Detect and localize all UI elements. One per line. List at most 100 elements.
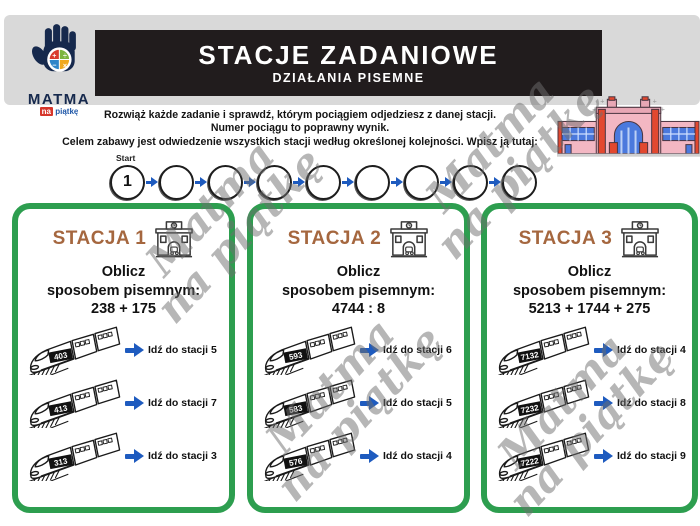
instruction-line-3: Celem zabawy jest odwiedzenie wszystkich… (62, 135, 538, 148)
brand-tagline: na piątkę (14, 107, 104, 117)
train-icon: 576 (256, 431, 360, 489)
svg-text:+: + (52, 53, 56, 60)
svg-text:×: × (63, 63, 67, 70)
train-number: 583 (288, 404, 303, 416)
train-row: 403 Idź do stacji 5 (18, 324, 229, 383)
train-number: 313 (53, 457, 68, 469)
station-building-icon (155, 221, 194, 258)
arrow-right-icon (360, 449, 379, 464)
train-row: 7222 Idź do stacji 9 (487, 430, 692, 489)
train-number: 7232 (520, 403, 540, 415)
instructions: Rozwiąż każde zadanie i sprawdź, którym … (0, 109, 600, 149)
card-title: STACJA 1 (52, 228, 147, 249)
svg-text:+: + (600, 98, 604, 105)
train-destination-label: Idź do stacji 7 (148, 397, 217, 410)
path-arrow-icon (146, 177, 158, 187)
train-row: 7232 Idź do stacji 8 (487, 377, 692, 436)
arrow-right-icon (594, 449, 613, 464)
path-circle[interactable] (502, 164, 537, 200)
task-problem: 5213 + 1744 + 275 (528, 301, 651, 318)
tagline-piatke: piątkę (55, 107, 79, 116)
path-circle[interactable] (355, 164, 390, 200)
path-arrow-icon (293, 177, 305, 187)
train-row: 576 Idź do stacji 4 (253, 430, 464, 489)
path-circle[interactable] (453, 164, 488, 200)
path-circle[interactable] (159, 164, 194, 200)
task-line-1: Oblicz (101, 264, 146, 280)
train-destination-label: Idź do stacji 3 (148, 450, 217, 463)
arrow-right-icon (360, 343, 379, 358)
svg-text:+: + (653, 98, 657, 105)
train-destination-label: Idź do stacji 5 (148, 344, 217, 357)
path-circle[interactable] (208, 164, 243, 200)
train-destination-label: Idź do stacji 4 (617, 344, 686, 357)
path-start-label: Start (116, 153, 136, 163)
path-arrow-icon (195, 177, 207, 187)
task-problem: 4744 : 8 (331, 301, 386, 318)
train-icon: 583 (256, 378, 360, 436)
arrow-right-icon (594, 396, 613, 411)
path-arrow-icon (489, 177, 501, 187)
card-stacja-2: STACJA 2 Oblicz sposobem pisemnym: 4744 … (247, 203, 470, 513)
svg-text:−: − (52, 62, 56, 69)
page-title: STACJE ZADANIOWE (198, 39, 499, 70)
train-destination-label: Idź do stacji 8 (617, 397, 686, 410)
train-row: 593 Idź do stacji 6 (253, 324, 464, 383)
svg-text:÷: ÷ (63, 53, 67, 60)
card-title: STACJA 2 (287, 228, 382, 249)
hand-math-logo-icon: + ÷ −× (31, 24, 76, 72)
train-row: 413 Idź do stacji 7 (18, 377, 229, 436)
task-line-2: sposobem pisemnym: (512, 282, 667, 299)
path-arrow-icon (440, 177, 452, 187)
instruction-line-1: Rozwiąż każde zadanie i sprawdź, którym … (103, 109, 497, 121)
train-row: 313 Idź do stacji 3 (18, 430, 229, 489)
card-title: STACJA 3 (518, 228, 613, 249)
task-line-1: Oblicz (336, 264, 381, 280)
path-arrow-icon (244, 177, 256, 187)
path-circle[interactable] (306, 164, 341, 200)
arrow-right-icon (125, 449, 144, 464)
train-row: 7132 Idź do stacji 4 (487, 324, 692, 383)
path-arrow-icon (391, 177, 403, 187)
train-number: 576 (288, 457, 303, 469)
arrow-right-icon (125, 396, 144, 411)
page-subtitle: DZIAŁANIA PISEMNE (272, 70, 425, 85)
card-stacja-3: STACJA 3 Oblicz sposobem pisemnym: 5213 … (481, 203, 698, 513)
task-line-2: sposobem pisemnym: (281, 282, 436, 299)
svg-text:+: + (592, 106, 596, 113)
path-arrow-icon (342, 177, 354, 187)
task-line-1: Oblicz (567, 264, 612, 280)
arrow-right-icon (594, 343, 613, 358)
train-destination-label: Idź do stacji 9 (617, 450, 686, 463)
train-number: 413 (53, 404, 68, 416)
train-destination-label: Idź do stacji 6 (383, 344, 452, 357)
train-station-illustration: + + + + (557, 96, 700, 157)
train-number: 7132 (520, 350, 540, 362)
train-destination-label: Idź do stacji 5 (383, 397, 452, 410)
card-stacja-1: STACJA 1 Oblicz sposobem pisemnym: 238 +… (12, 203, 235, 513)
path-circle: 1 (110, 164, 145, 200)
instruction-line-2: Numer pociągu to poprawny wynik. (210, 122, 390, 135)
train-number: 403 (53, 351, 68, 363)
train-icon: 593 (256, 325, 360, 383)
train-icon: 413 (21, 378, 125, 436)
train-icon: 7232 (490, 378, 594, 436)
train-row: 583 Idź do stacji 5 (253, 377, 464, 436)
station-building-icon (390, 221, 429, 258)
train-icon: 7132 (490, 325, 594, 383)
task-problem: 238 + 175 (91, 301, 156, 318)
train-icon: 313 (21, 431, 125, 489)
title-bar: STACJE ZADANIOWE DZIAŁANIA PISEMNE (95, 30, 602, 96)
tagline-na: na (39, 107, 53, 116)
path-circle[interactable] (257, 164, 292, 200)
station-building-icon (621, 221, 660, 258)
matma-logo: +÷ −× MATMA na piątkę (14, 21, 104, 117)
task-line-2: sposobem pisemnym: (46, 282, 201, 299)
train-number: 593 (288, 351, 303, 363)
path-circle[interactable] (404, 164, 439, 200)
svg-text:+: + (661, 106, 665, 113)
train-icon: 7222 (490, 431, 594, 489)
train-destination-label: Idź do stacji 4 (383, 450, 452, 463)
train-number: 7222 (520, 456, 540, 468)
